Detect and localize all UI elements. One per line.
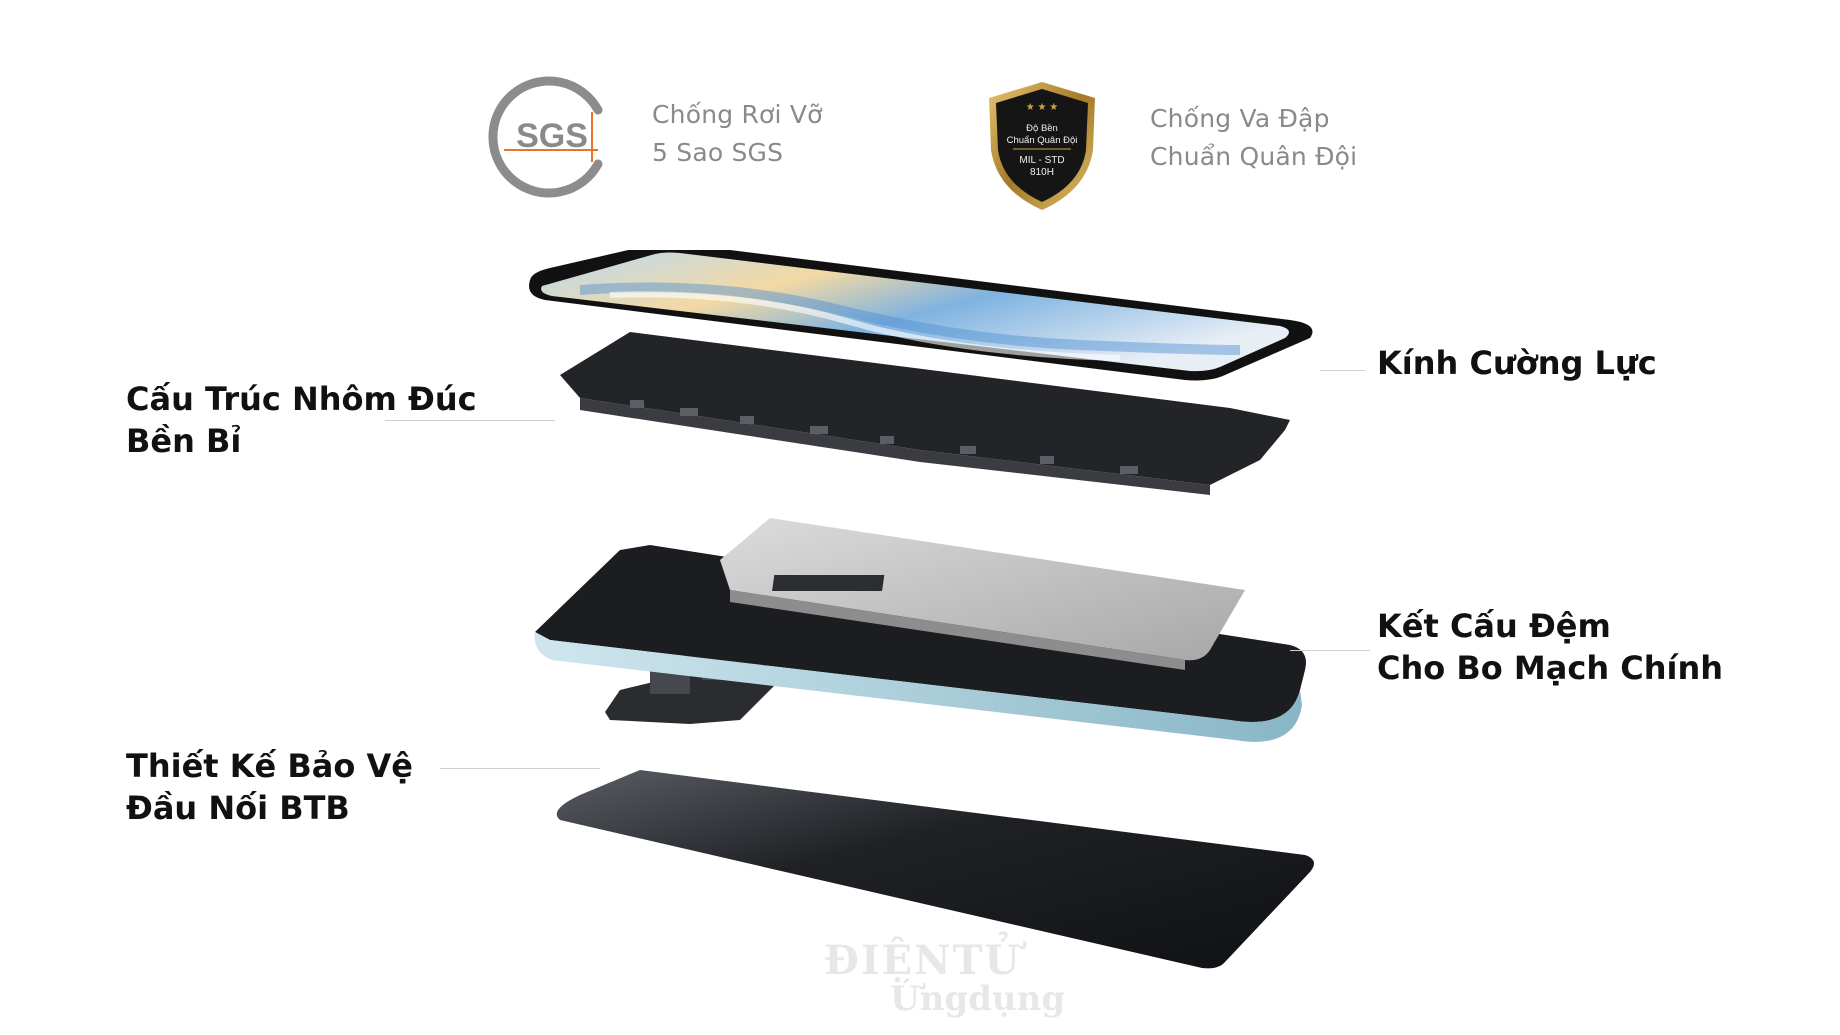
callout-aluminum-line2: Bền Bỉ [126,422,242,460]
shield-line-2: Chuẩn Quân Đội [1007,135,1078,146]
sgs-badge-line2: 5 Sao SGS [652,138,784,167]
leader-line-btb [440,768,600,769]
frame-edge [534,632,1302,742]
shield-line-1: Độ Bền [1026,123,1058,134]
military-badge-text: Chống Va Đập Chuẩn Quân Đội [1150,100,1357,176]
callout-btb-line1: Thiết Kế Bảo Vệ [126,747,413,785]
leader-line-glass [1320,370,1365,371]
svg-text:★ ★ ★: ★ ★ ★ [1026,102,1058,113]
battery [720,518,1245,661]
callout-btb-line2: Đầu Nối BTB [126,789,350,827]
military-shield-icon: ★ ★ ★ Độ Bền Chuẩn Quân Đội MIL - STD 81… [989,82,1095,210]
leader-line-aluminum [385,420,555,421]
middle-frame [535,545,1306,722]
callout-mainboard-cushion: Kết Cấu Đệm Cho Bo Mạch Chính [1377,605,1723,689]
callout-tempered-glass: Kính Cường Lực [1377,342,1657,384]
military-badge-line2: Chuẩn Quân Đội [1150,142,1358,171]
watermark: ĐIỆNTỬ Ứngdụng [780,937,1066,1019]
shield-line-4: 810H [1030,167,1054,178]
sgs-logo-icon: SGS [488,76,603,198]
shield-line-3: MIL - STD [1019,155,1064,166]
callout-aluminum-structure: Cấu Trúc Nhôm Đúc Bền Bỉ [126,378,477,462]
military-badge-line1: Chống Va Đập [1150,104,1330,133]
aluminum-structure [560,332,1290,485]
sgs-badge-line1: Chống Rơi Vỡ [652,100,823,129]
sgs-logo-text: SGS [516,117,588,155]
watermark-line1: ĐIỆNTỬ [823,937,1022,984]
callout-btb-protection: Thiết Kế Bảo Vệ Đầu Nối BTB [126,745,413,829]
sgs-badge-text: Chống Rơi Vỡ 5 Sao SGS [652,96,823,172]
callout-cushion-line1: Kết Cấu Đệm [1377,607,1611,645]
callout-cushion-line2: Cho Bo Mạch Chính [1377,649,1724,687]
display-panel [541,252,1289,372]
callout-aluminum-line1: Cấu Trúc Nhôm Đúc [126,380,477,418]
callout-glass-line1: Kính Cường Lực [1377,344,1657,382]
leader-line-cushion [1290,650,1370,651]
exploded-phone-illustration [529,250,1314,969]
watermark-line2: Ứngdụng [890,979,1066,1019]
back-cover [556,770,1314,969]
